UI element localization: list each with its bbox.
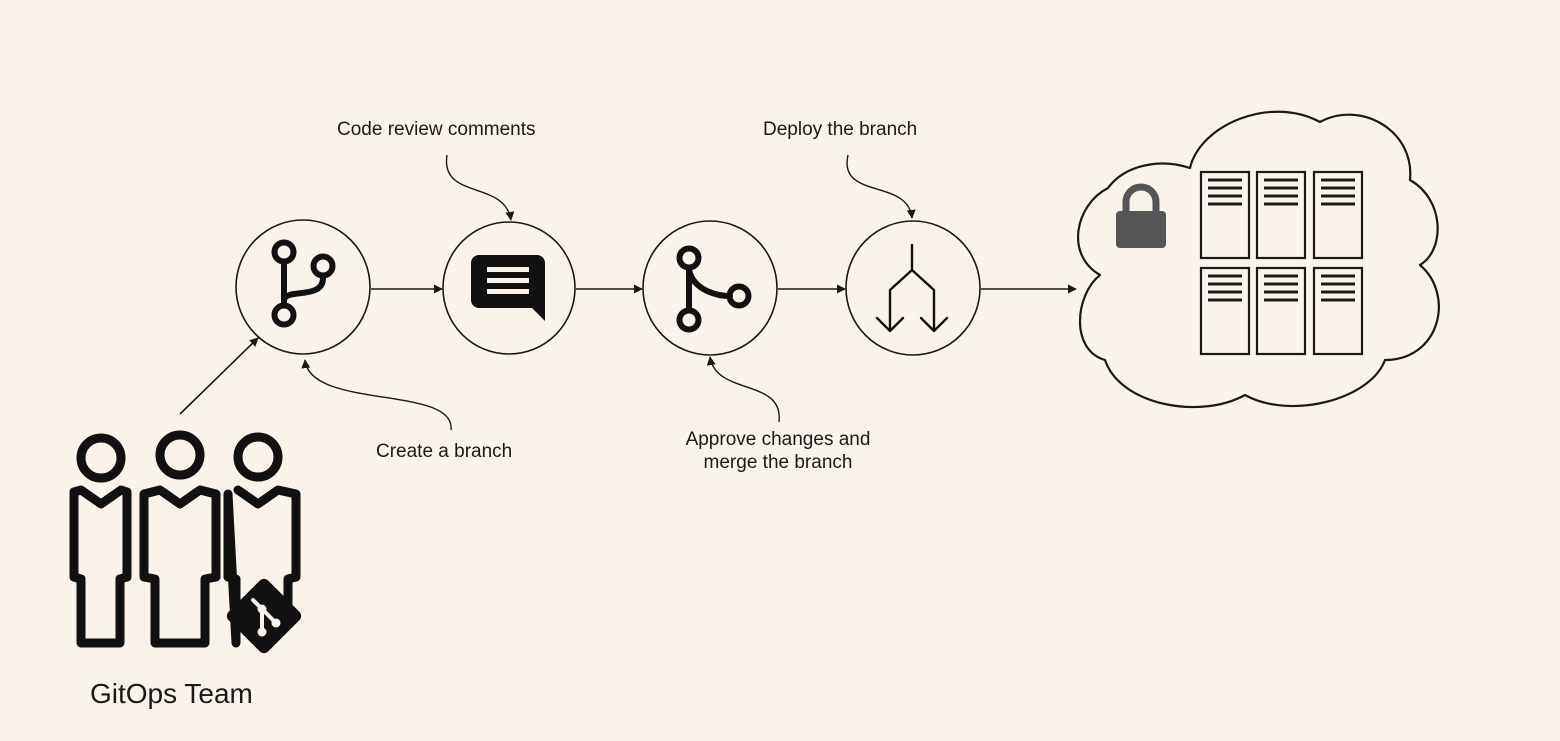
step-circle-merge	[642, 220, 778, 356]
label-team: GitOps Team	[90, 678, 253, 709]
callout-deploy	[846, 154, 916, 219]
server-unit	[1312, 266, 1364, 356]
step-circle-deploy	[845, 220, 981, 356]
callout-arrows	[301, 154, 916, 431]
step-circle-code-review	[442, 221, 576, 355]
deploy-split-icon	[875, 243, 949, 333]
callout-approve	[706, 356, 780, 423]
label-approve: Approve changes and merge the branch	[672, 428, 884, 474]
arrow-team-to-step1	[179, 337, 259, 415]
label-deploy: Deploy the branch	[763, 119, 918, 140]
person-1	[69, 433, 132, 648]
label-approve-line1: Approve changes and	[685, 429, 871, 450]
person-2	[139, 430, 221, 648]
step-circle-create-branch	[235, 219, 371, 355]
git-merge-icon	[676, 245, 752, 333]
person-3	[223, 432, 301, 648]
server-unit	[1255, 266, 1307, 356]
git-logo-icon	[226, 578, 302, 654]
comment-icon	[471, 255, 545, 321]
lock-icon	[1116, 183, 1166, 248]
team-people-icon	[69, 430, 301, 648]
label-code-review: Code review comments	[337, 119, 536, 140]
server-unit	[1199, 170, 1251, 260]
label-create-branch: Create a branch	[376, 441, 513, 462]
server-unit	[1255, 170, 1307, 260]
flow-arrows	[179, 284, 1077, 415]
callout-create-branch	[301, 359, 452, 431]
server-unit	[1199, 266, 1251, 356]
callout-code-review	[445, 154, 515, 221]
server-unit	[1312, 170, 1364, 260]
server-rack-icon	[1199, 170, 1364, 356]
label-approve-line2: merge the branch	[703, 452, 853, 473]
cloud-icon	[1076, 110, 1440, 409]
git-branch-icon	[271, 239, 336, 328]
